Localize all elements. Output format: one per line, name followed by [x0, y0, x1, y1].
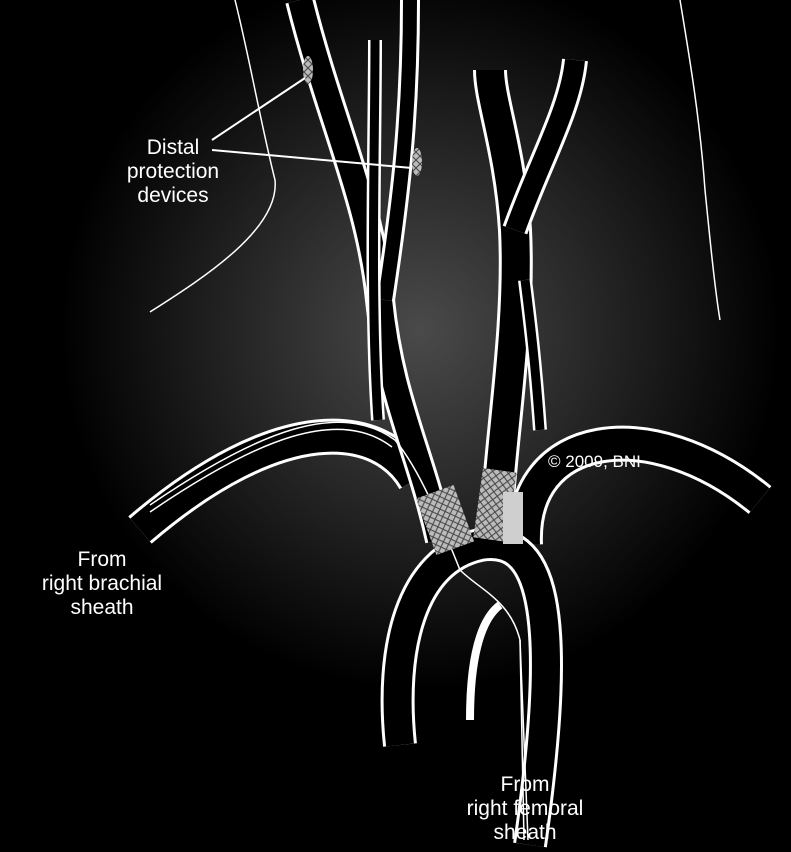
- stent-right: [415, 484, 475, 556]
- copyright: © 2009, BNI: [548, 452, 641, 471]
- vessels: [128, 0, 772, 848]
- brachial-sheath-label: From right brachial sheath: [22, 548, 182, 620]
- distal-protection-device-1: [303, 56, 313, 84]
- label-line: sheath: [70, 596, 134, 619]
- label-line: Distal: [146, 136, 200, 159]
- distal-protection-label: Distal protection devices: [118, 136, 228, 208]
- femoral-sheath-label: From right femoral sheath: [440, 773, 610, 845]
- label-line: From: [77, 548, 127, 571]
- label-line: protection: [126, 160, 220, 183]
- catheters: [149, 421, 529, 841]
- neck-outline: [149, 0, 721, 321]
- label-line: right femoral: [466, 797, 584, 820]
- label-line: From: [500, 773, 550, 796]
- label-line: right brachial: [41, 572, 163, 595]
- label-line: devices: [137, 184, 209, 207]
- label-pointers: [211, 77, 413, 169]
- label-line: sheath: [493, 821, 557, 844]
- stent-graft: [503, 492, 523, 544]
- distal-protection-device-2: [412, 148, 422, 176]
